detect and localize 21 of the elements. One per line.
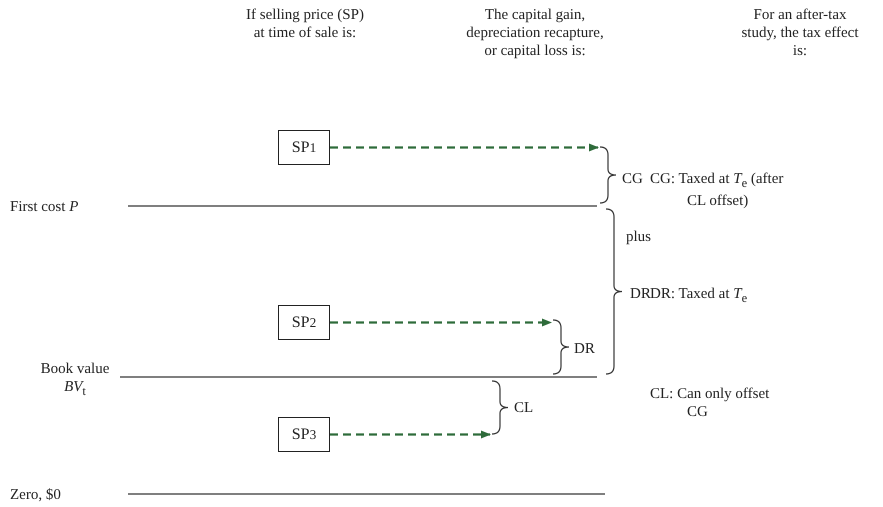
bracket-label: plus xyxy=(626,228,652,246)
bracket-label: CL xyxy=(514,399,534,417)
arrow xyxy=(330,430,491,438)
bracket xyxy=(600,146,617,204)
level-label: Zero, $0 xyxy=(10,486,62,504)
level-label: First cost P xyxy=(10,198,80,216)
tax-note: CG: Taxed at T$_{e}$ (after CL offset) xyxy=(650,170,784,210)
bracket xyxy=(492,380,509,435)
level-label: Book value BV$_{t}$ xyxy=(40,360,110,400)
bracket xyxy=(552,319,570,375)
column-heading: If selling price (SP) at time of sale is: xyxy=(245,6,365,42)
arrow xyxy=(330,144,599,152)
bracket-label: CG xyxy=(622,170,644,188)
tax-note: CL: Can only offset CG xyxy=(650,385,770,421)
bracket-label: DR xyxy=(630,285,651,303)
column-heading: The capital gain, depreciation recapture, or capital loss is: xyxy=(465,6,605,60)
arrow xyxy=(330,318,552,326)
bracket-label: DR xyxy=(574,340,596,358)
bracket xyxy=(606,208,623,375)
column-heading: For an after-tax study, the tax effect is: xyxy=(740,6,860,60)
tax-note: DR: Taxed at T$_{e}$ xyxy=(650,285,748,307)
